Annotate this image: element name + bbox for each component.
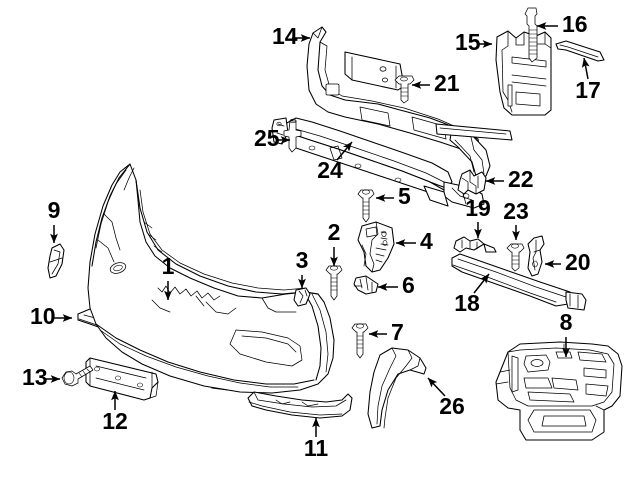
- callout-label-11: 11: [304, 435, 329, 461]
- part-self-tapping-screw: [351, 323, 369, 359]
- part-flange-bolt-23: [506, 243, 525, 272]
- callout-20: 20: [544, 249, 591, 275]
- callout-10: 10: [30, 303, 73, 329]
- callout-13: 13: [22, 364, 61, 390]
- callout-19: 19: [465, 195, 491, 239]
- callout-18: 18: [454, 273, 490, 316]
- callout-4: 4: [395, 228, 433, 254]
- callout-label-18: 18: [454, 290, 480, 316]
- callout-8: 8: [560, 309, 573, 358]
- callout-label-7: 7: [391, 319, 404, 345]
- callout-12: 12: [102, 390, 128, 434]
- callout-label-6: 6: [402, 272, 415, 298]
- callout-label-8: 8: [560, 309, 573, 335]
- part-spring-nut-clip: [353, 275, 379, 295]
- part-push-rivet: [283, 118, 302, 153]
- callout-16: 16: [536, 11, 588, 37]
- callout-label-13: 13: [22, 364, 48, 390]
- callout-label-2: 2: [328, 219, 341, 245]
- callout-6: 6: [377, 272, 415, 298]
- part-side-trim-insert: [47, 243, 65, 279]
- callout-label-21: 21: [434, 70, 460, 96]
- callout-label-5: 5: [398, 183, 411, 209]
- callout-25: 25: [254, 125, 291, 151]
- callout-label-3: 3: [296, 247, 309, 273]
- callout-3: 3: [296, 247, 309, 289]
- part-radiator-side-support: [495, 30, 552, 116]
- callout-7: 7: [368, 319, 404, 345]
- callout-22: 22: [485, 166, 534, 192]
- callout-leader-18: [473, 273, 490, 294]
- part-bracket-clip-strip: [453, 236, 497, 253]
- part-upper-seal-strip: [555, 40, 605, 62]
- callout-21: 21: [411, 70, 460, 96]
- callout-label-14: 14: [272, 23, 298, 49]
- callout-24: 24: [317, 141, 353, 183]
- part-license-bracket-screw: [61, 365, 94, 387]
- part-bumper-cover-bolt: [325, 265, 343, 301]
- callout-label-17: 17: [575, 77, 601, 103]
- callout-label-22: 22: [508, 166, 534, 192]
- callout-leader-26: [427, 377, 446, 397]
- part-corner-retainer: [457, 169, 487, 195]
- part-flange-bolt-21: [394, 75, 415, 104]
- callout-leader-24: [336, 141, 353, 161]
- callout-17: 17: [575, 57, 601, 103]
- callout-11: 11: [304, 417, 329, 461]
- part-license-plate-bracket: [85, 357, 159, 401]
- callout-label-16: 16: [562, 11, 588, 37]
- part-retainer-clip-small: [293, 287, 311, 307]
- callout-label-25: 25: [254, 125, 280, 151]
- callout-26: 26: [427, 377, 465, 419]
- callout-23: 23: [503, 198, 529, 241]
- callout-label-20: 20: [565, 249, 591, 275]
- callout-label-1: 1: [162, 253, 175, 279]
- callout-5: 5: [375, 183, 411, 209]
- part-side-bracket-right: [357, 221, 395, 273]
- callout-15: 15: [455, 29, 493, 55]
- callout-label-15: 15: [455, 29, 481, 55]
- callout-label-10: 10: [30, 303, 56, 329]
- part-hex-flange-screw-upper: [357, 189, 375, 223]
- callout-14: 14: [272, 23, 311, 49]
- part-wheel-arch-extension: [367, 347, 427, 429]
- part-side-mount-bracket: [527, 235, 545, 277]
- part-upper-tie-bar: [306, 26, 513, 177]
- callout-label-24: 24: [317, 157, 343, 183]
- callout-2: 2: [328, 219, 341, 267]
- callout-label-19: 19: [465, 195, 491, 221]
- callout-label-26: 26: [439, 393, 465, 419]
- callout-1: 1: [162, 253, 175, 301]
- part-front-spoiler: [247, 391, 353, 419]
- callout-9: 9: [48, 197, 61, 244]
- part-support-bolt-long: [524, 7, 538, 63]
- callout-leader-17: [581, 57, 590, 80]
- part-lower-reinforcement-rail: [451, 253, 587, 311]
- callout-label-9: 9: [48, 197, 61, 223]
- part-front-bumper-cover: [87, 163, 335, 394]
- callout-label-23: 23: [503, 198, 529, 224]
- part-energy-absorber: [495, 341, 623, 441]
- callout-label-12: 12: [102, 408, 128, 434]
- callout-label-4: 4: [420, 228, 433, 254]
